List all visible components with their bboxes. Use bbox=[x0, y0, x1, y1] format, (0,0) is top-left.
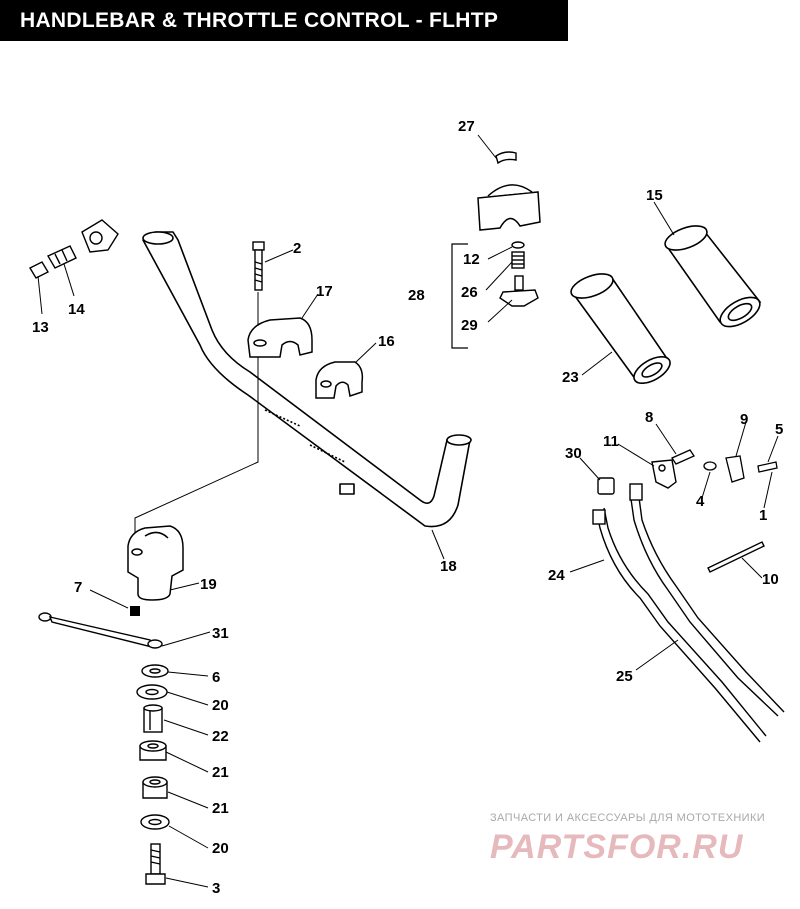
pin-8[interactable] bbox=[671, 449, 695, 465]
adjuster-14[interactable] bbox=[47, 245, 77, 269]
callout-13: 13 bbox=[32, 319, 49, 336]
callout-10: 10 bbox=[762, 571, 779, 588]
adjuster-13[interactable] bbox=[29, 261, 49, 279]
callout-6: 6 bbox=[212, 669, 220, 686]
callout-4: 4 bbox=[696, 493, 705, 510]
callout-25: 25 bbox=[616, 668, 633, 685]
callout-22: 22 bbox=[212, 728, 229, 745]
callout-7: 7 bbox=[74, 579, 82, 596]
screw-1-5[interactable] bbox=[757, 461, 778, 473]
callout-26: 26 bbox=[461, 284, 478, 301]
handlebar-18[interactable] bbox=[142, 231, 472, 528]
bushing-21-lower[interactable] bbox=[142, 776, 168, 799]
watermark-tagline: ЗАПЧАСТИ И АКСЕССУАРЫ ДЛЯ МОТОТЕХНИКИ bbox=[490, 812, 766, 824]
callout-29: 29 bbox=[461, 317, 478, 334]
cable-clip-10[interactable] bbox=[707, 541, 765, 573]
spring-26[interactable] bbox=[511, 251, 525, 269]
clip-11[interactable] bbox=[651, 459, 677, 489]
grip-15[interactable] bbox=[662, 221, 765, 332]
callout-16: 16 bbox=[378, 333, 395, 350]
leader-lines bbox=[37, 134, 779, 888]
callout-3: 3 bbox=[212, 880, 220, 897]
watermark-logo: PARTSFOR.RU bbox=[490, 828, 744, 866]
bushing-21-upper[interactable] bbox=[139, 740, 167, 761]
callout-11: 11 bbox=[603, 433, 619, 450]
ferrule-block[interactable] bbox=[81, 219, 119, 253]
washer-20-upper[interactable] bbox=[136, 684, 168, 700]
callout-21-upper: 21 bbox=[212, 764, 229, 781]
callout-9: 9 bbox=[740, 411, 748, 428]
callout-12: 12 bbox=[463, 251, 480, 268]
grommet-4[interactable] bbox=[703, 461, 717, 471]
clamp-17[interactable] bbox=[247, 317, 313, 358]
ground-strap-31[interactable] bbox=[38, 612, 163, 649]
washer-12[interactable] bbox=[511, 241, 525, 249]
bolt-2[interactable] bbox=[252, 241, 265, 291]
callout-14: 14 bbox=[68, 301, 85, 318]
ferrule-30[interactable] bbox=[597, 477, 615, 495]
screw-27[interactable] bbox=[495, 151, 517, 165]
nut-7[interactable] bbox=[130, 606, 140, 616]
callout-2: 2 bbox=[293, 240, 301, 257]
callout-20-upper: 20 bbox=[212, 697, 229, 714]
group-bracket-28 bbox=[451, 243, 468, 349]
callout-28: 28 bbox=[408, 287, 425, 304]
callout-24: 24 bbox=[548, 567, 565, 584]
callout-27: 27 bbox=[458, 118, 475, 135]
callout-8: 8 bbox=[645, 409, 653, 426]
callout-21-lower: 21 bbox=[212, 800, 229, 817]
callout-1: 1 bbox=[759, 507, 767, 524]
callout-31: 31 bbox=[212, 625, 229, 642]
friction-shoe-29[interactable] bbox=[499, 275, 539, 307]
callout-20-lower: 20 bbox=[212, 840, 229, 857]
throttle-grip-23[interactable] bbox=[568, 269, 674, 389]
throttle-housing[interactable] bbox=[477, 184, 541, 231]
callout-23: 23 bbox=[562, 369, 579, 386]
bolt-3[interactable] bbox=[145, 843, 166, 885]
washer-6[interactable] bbox=[141, 664, 169, 678]
callout-18: 18 bbox=[440, 558, 457, 575]
clamp-16[interactable] bbox=[315, 361, 364, 399]
throttle-cable-24[interactable] bbox=[592, 507, 767, 743]
callout-5: 5 bbox=[775, 421, 783, 438]
sleeve-22[interactable] bbox=[143, 704, 163, 733]
alignment-line bbox=[134, 292, 259, 540]
idle-cable-25[interactable] bbox=[629, 483, 785, 717]
callout-19: 19 bbox=[200, 576, 217, 593]
callout-17: 17 bbox=[316, 283, 333, 300]
callout-labels: 2 17 16 18 19 7 31 6 20 22 21 21 20 3 13… bbox=[32, 118, 783, 897]
riser-19[interactable] bbox=[127, 525, 184, 601]
bracket-9[interactable] bbox=[725, 455, 745, 483]
callout-30: 30 bbox=[565, 445, 582, 462]
callout-15: 15 bbox=[646, 187, 663, 204]
washer-20-lower[interactable] bbox=[140, 814, 170, 830]
diagram-title: HANDLEBAR & THROTTLE CONTROL - FLHTP bbox=[0, 0, 568, 41]
